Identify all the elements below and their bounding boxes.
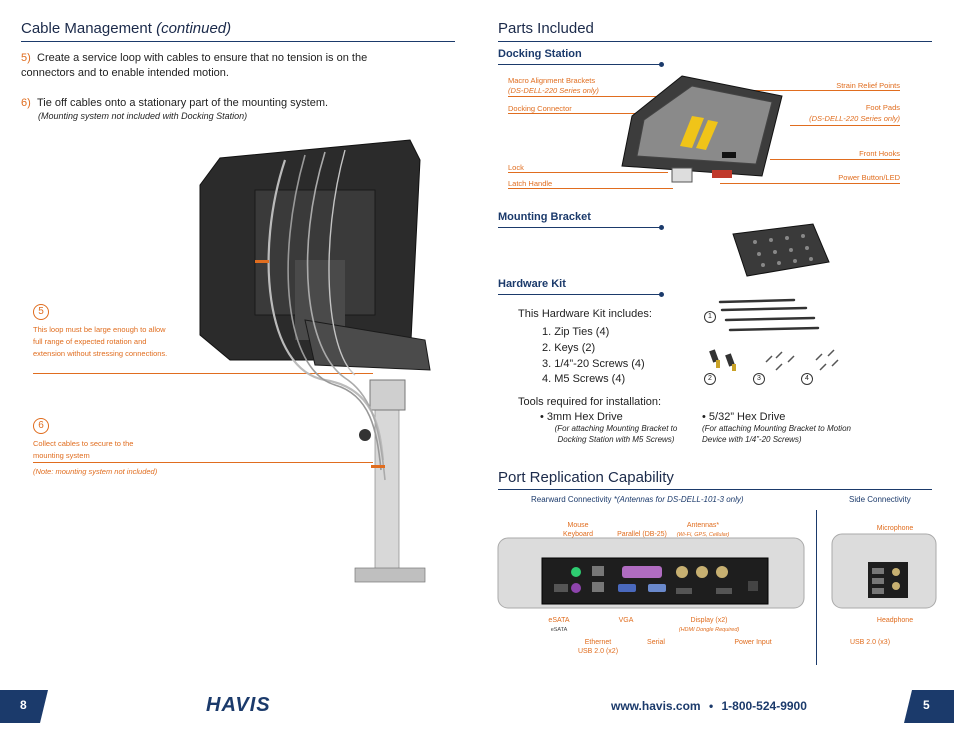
right-title-rule	[498, 41, 932, 42]
page-number-right: 5	[923, 698, 930, 712]
mounting-bracket-image	[732, 223, 830, 277]
docking-station-heading: Docking Station	[498, 48, 582, 60]
label-usb-side: USB 2.0 (x3)	[849, 639, 891, 646]
docking-station-image	[621, 75, 783, 183]
label-macro-alignment: Macro Alignment Brackets	[508, 76, 596, 85]
label-parallel: Parallel (DB-25)	[617, 531, 667, 538]
callout-6-number: 6	[33, 418, 49, 434]
side-connectivity: Side Connectivity	[849, 495, 911, 504]
leader-macro-alignment	[508, 96, 678, 97]
label-power-input: Power Input	[734, 639, 772, 646]
leader-power-button	[720, 183, 900, 184]
hardware-kit-item-4: 4. M5 Screws (4)	[542, 373, 626, 385]
label-esata-icon: eSATA	[550, 627, 568, 633]
label-foot-pads: Foot Pads	[865, 103, 900, 112]
page-number-left: 8	[20, 698, 27, 712]
leader-strain-relief	[720, 90, 900, 91]
footer-website[interactable]: www.havis.com	[611, 699, 701, 713]
label-macro-alignment-note: (DS-DELL-220 Series only)	[508, 86, 599, 95]
label-latch-handle: Latch Handle	[508, 179, 553, 188]
footer-phone[interactable]: 1-800-524-9900	[721, 699, 807, 713]
label-strain-relief: Strain Relief Points	[836, 81, 900, 90]
label-lock: Lock	[508, 163, 524, 172]
hardware-kit-heading: Hardware Kit	[498, 278, 566, 290]
rear-ports-image	[497, 537, 805, 609]
label-front-hooks: Front Hooks	[859, 149, 900, 158]
callout-5-number: 5	[33, 304, 49, 320]
label-keyboard: Keyboard	[563, 531, 593, 538]
label-mouse: Mouse	[567, 522, 589, 529]
label-esata: eSATA	[548, 617, 570, 624]
leader-lock	[508, 172, 668, 173]
step-6-note: (Mounting system not included with Docki…	[38, 111, 248, 121]
left-title-rule	[21, 41, 455, 42]
footer-bar	[0, 690, 954, 723]
havis-logo: HAVIS	[206, 694, 271, 716]
hardware-kit-includes: This Hardware Kit includes:	[518, 308, 652, 320]
footer-contact: www.havis.com • 1-800-524-9900	[611, 699, 807, 713]
tools-heading: Tools required for installation:	[518, 396, 662, 408]
callout-5-text: This loop must be large enough to allow …	[33, 325, 168, 358]
leader-latch-handle	[508, 188, 673, 189]
leader-front-hooks	[770, 159, 900, 160]
hardware-kit-item-1: 1. Zip Ties (4)	[542, 326, 610, 338]
tool-1-note: (For attaching Mounting Bracket to Docki…	[554, 424, 678, 444]
label-serial: Serial	[647, 639, 665, 646]
hardware-kit-item-2: 2. Keys (2)	[542, 342, 596, 354]
hardware-kit-rule	[498, 292, 664, 297]
zip-ties-image	[718, 298, 820, 332]
label-display-note: (HDMI Dongle Required)	[678, 627, 740, 633]
keys-image	[709, 349, 736, 371]
kit-circle-1: 1	[704, 311, 716, 323]
docking-station-mount-illustration	[199, 139, 431, 583]
tool-1: • 3mm Hex Drive	[540, 411, 623, 423]
right-page-title: Parts Included	[498, 20, 594, 37]
label-ethernet: Ethernet	[584, 639, 612, 646]
port-replication-rule	[498, 489, 932, 490]
label-power-button: Power Button/LED	[838, 173, 900, 182]
step-5: 5)Create a service loop with cables to e…	[21, 52, 368, 79]
label-foot-pads-note: (DS-DELL-220 Series only)	[809, 114, 900, 123]
tool-2-note: (For attaching Mounting Bracket to Motio…	[702, 424, 851, 444]
callout-6-line	[33, 462, 373, 463]
screws-m5-image	[815, 349, 839, 371]
label-antennas: Antennas*	[686, 522, 720, 529]
callout-6-text: Collect cables to secure to the mounting…	[33, 439, 134, 460]
kit-circle-2: 2	[704, 373, 716, 385]
label-display: Display (x2)	[690, 617, 728, 624]
callout-6-note: (Note: mounting system not included)	[33, 467, 158, 476]
label-antennas-note: (Wi-Fi, GPS, Cellular)	[676, 532, 730, 538]
kit-circle-3: 3	[753, 373, 765, 385]
side-ports-image	[831, 533, 937, 609]
mounting-bracket-rule	[498, 225, 664, 230]
side-divider	[816, 510, 817, 665]
docking-station-rule	[498, 62, 664, 67]
label-headphone: Headphone	[876, 617, 914, 624]
label-microphone: Microphone	[876, 525, 914, 532]
hardware-kit-item-3: 3. 1/4”-20 Screws (4)	[542, 358, 645, 370]
step-6: 6)Tie off cables onto a stationary part …	[21, 97, 329, 109]
label-docking-connector: Docking Connector	[508, 104, 572, 113]
port-replication-title: Port Replication Capability	[498, 469, 674, 486]
left-page-title: Cable Management (continued)	[21, 20, 232, 37]
tool-2: • 5/32” Hex Drive	[702, 411, 786, 423]
label-vga: VGA	[618, 617, 634, 624]
leader-foot-pads	[790, 125, 900, 126]
kit-circle-4: 4	[801, 373, 813, 385]
rearward-connectivity: Rearward Connectivity *(Antennas for DS-…	[531, 495, 744, 504]
mounting-bracket-heading: Mounting Bracket	[498, 211, 591, 223]
leader-docking-connector	[508, 113, 658, 114]
callout-5-line	[33, 373, 373, 374]
screws-quarter-inch-image	[765, 351, 795, 371]
label-usb-rear: USB 2.0 (x2)	[577, 648, 619, 655]
